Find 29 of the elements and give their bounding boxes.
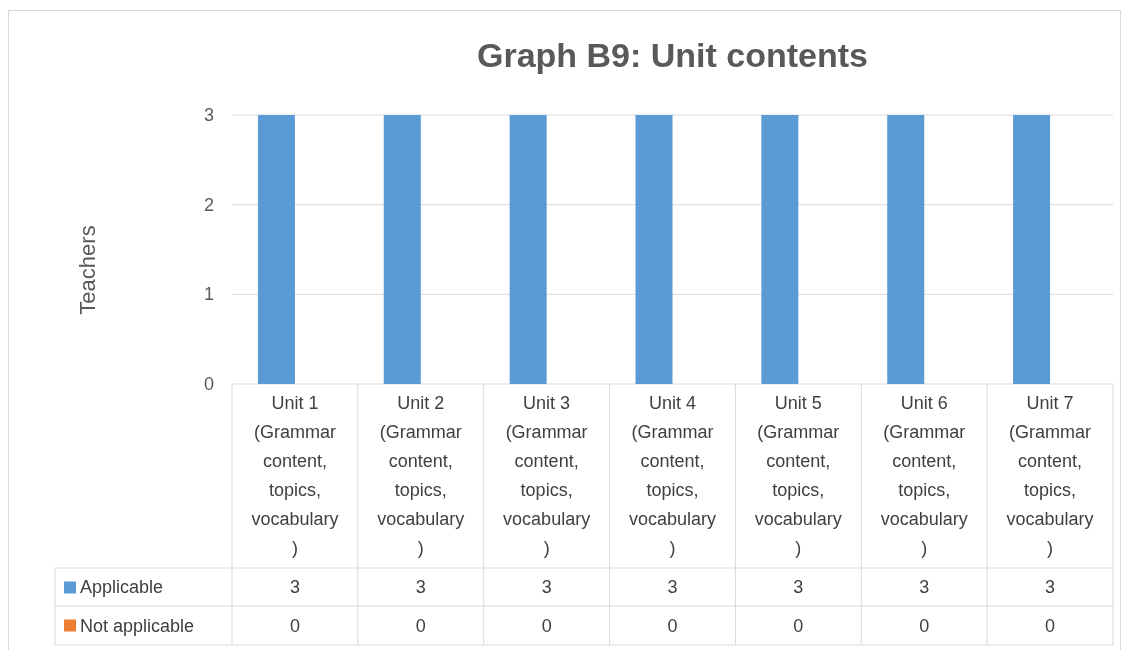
series-name: Not applicable <box>80 615 195 636</box>
axis-tick-label: 0 <box>204 373 214 395</box>
data-value: 0 <box>289 615 300 636</box>
data-value: 0 <box>541 615 552 636</box>
axis-tick-label: 2 <box>204 194 214 216</box>
data-value: 3 <box>919 576 930 598</box>
category-label: Unit 2 (Grammar content, topics, vocabulary ) <box>376 392 466 560</box>
data-value: 3 <box>289 576 300 598</box>
series-name: Applicable <box>80 576 164 598</box>
data-value: 0 <box>415 615 426 636</box>
category-label: Unit 3 (Grammar content, topics, vocabulary ) <box>502 392 592 560</box>
axis-title: Teachers <box>75 225 101 315</box>
category-label: Unit 6 (Grammar content, topics, vocabulary ) <box>879 392 969 560</box>
data-value: 3 <box>415 576 426 598</box>
category-label: Unit 4 (Grammar content, topics, vocabulary ) <box>627 392 717 560</box>
axis-tick-label: 3 <box>204 104 214 126</box>
data-value: 0 <box>793 615 804 636</box>
axis-tick-label: 1 <box>204 283 214 305</box>
category-label: Unit 5 (Grammar content, topics, vocabulary ) <box>753 392 843 560</box>
category-label: Unit 1 (Grammar content, topics, vocabulary ) <box>250 392 340 560</box>
data-value: 3 <box>793 576 804 598</box>
data-value: 3 <box>1045 576 1056 598</box>
data-value: 0 <box>667 615 678 636</box>
chart-title: Graph B9: Unit contents <box>476 36 869 75</box>
data-value: 0 <box>1045 615 1056 636</box>
category-label: Unit 7 (Grammar content, topics, vocabulary ) <box>1005 392 1095 560</box>
data-value: 3 <box>667 576 678 598</box>
data-value: 0 <box>919 615 930 636</box>
data-value: 3 <box>541 576 552 598</box>
